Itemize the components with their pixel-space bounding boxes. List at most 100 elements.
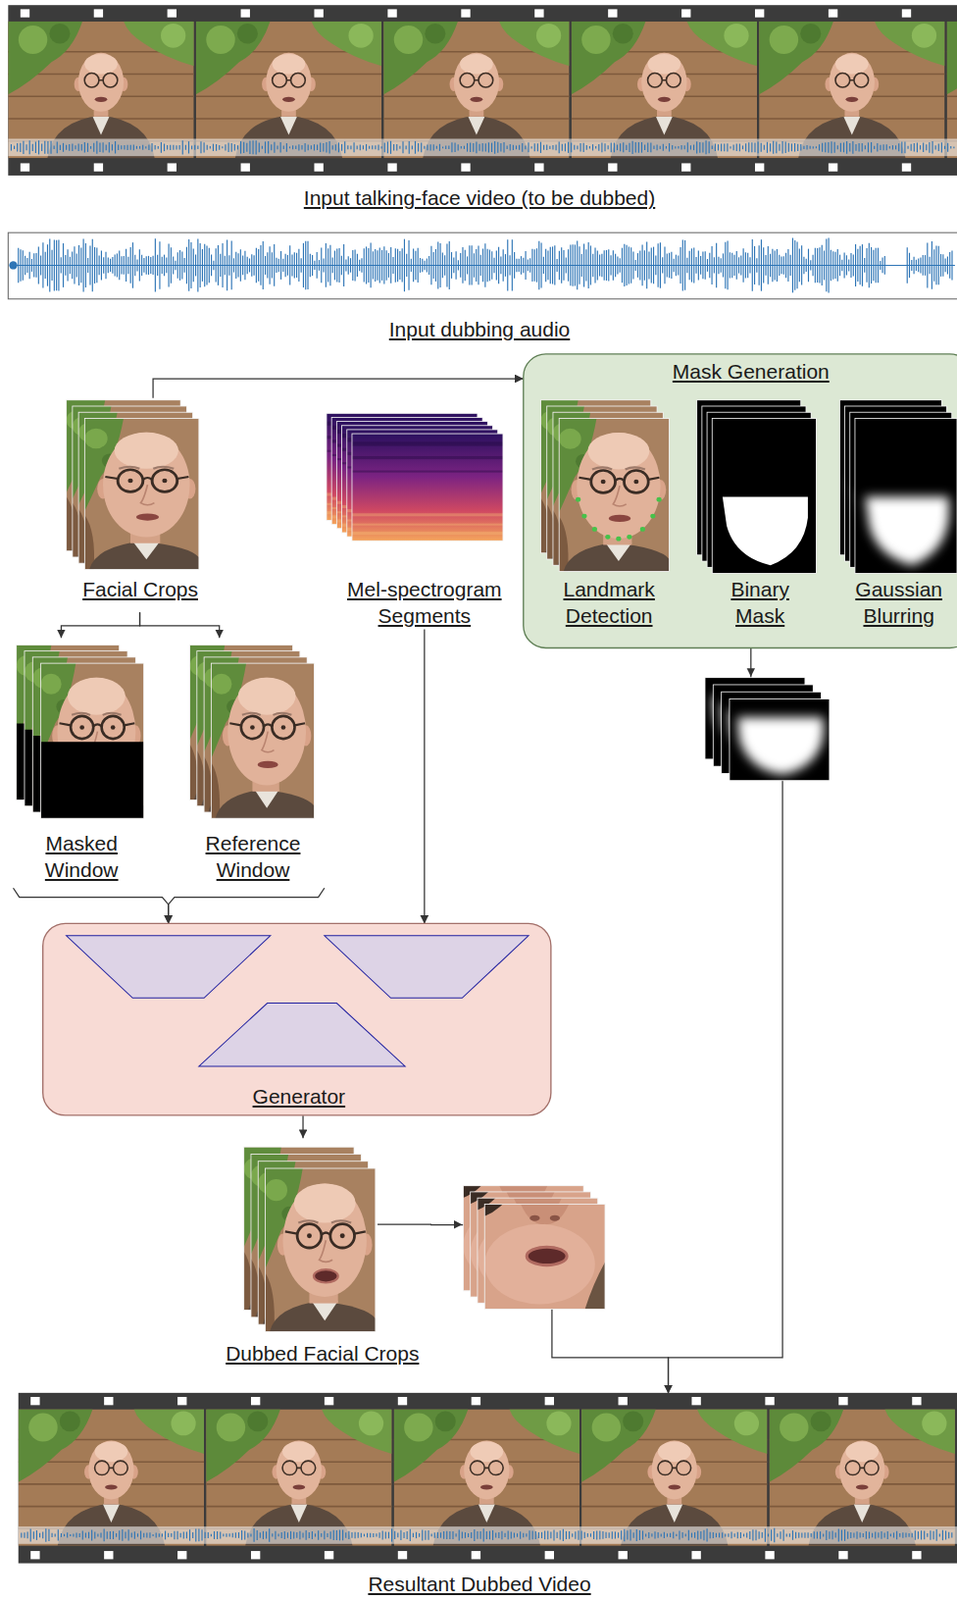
- figure-part: [868, 243, 870, 289]
- figure-part: [390, 141, 392, 154]
- figure-part: [835, 1531, 837, 1537]
- figure-part: [384, 142, 386, 152]
- figure-part: [913, 143, 915, 152]
- figure-part: [498, 247, 500, 284]
- figure-part: [594, 247, 596, 283]
- figure-part: [173, 1530, 175, 1540]
- figure-part: [586, 145, 588, 151]
- figure-part: [170, 247, 172, 283]
- figure-part: [368, 146, 370, 150]
- figure-part: [824, 142, 826, 152]
- figure-part: [41, 143, 43, 152]
- figure-part: [861, 143, 863, 152]
- figure-part: [324, 1550, 334, 1559]
- figure-part: [861, 244, 863, 287]
- figure-part: [764, 1550, 774, 1559]
- figure-part: [259, 245, 261, 286]
- figure-part: [128, 1528, 130, 1540]
- figure-part: [103, 1528, 105, 1542]
- figure-part: [313, 144, 315, 151]
- figure-part: [161, 1532, 163, 1536]
- figure-part: [552, 145, 554, 151]
- figure-part: [532, 1530, 534, 1540]
- figure-part: [356, 253, 358, 277]
- mouth-crop-stack: [462, 1185, 605, 1310]
- figure-part: [916, 142, 918, 152]
- figure-part: [886, 144, 888, 151]
- figure-part: [243, 142, 245, 153]
- figure-part: [871, 1532, 873, 1537]
- figure-part: [209, 146, 211, 150]
- figure-part: [841, 259, 843, 271]
- figure-part: [40, 254, 42, 275]
- figure-part: [529, 257, 531, 272]
- figure-part: [925, 144, 927, 151]
- figure-part: [140, 1530, 142, 1540]
- figure-part: [883, 144, 885, 151]
- figure-part: [268, 1527, 270, 1541]
- figure-part: [255, 140, 257, 154]
- figure-part: [642, 1529, 644, 1539]
- figure-part: [470, 1531, 472, 1538]
- figure-part: [771, 249, 773, 283]
- figure-part: [729, 146, 731, 149]
- figure-part: [172, 145, 174, 151]
- figure-part: [244, 1529, 246, 1539]
- figure-part: [892, 145, 894, 150]
- figure-part: [253, 254, 255, 275]
- figure-part: [78, 144, 80, 152]
- figure-part: [944, 146, 946, 150]
- figure-part: [347, 145, 349, 150]
- figure-part: [247, 256, 249, 274]
- figure-part: [265, 1530, 267, 1538]
- figure-part: [838, 1396, 848, 1405]
- connector-arrow: [60, 611, 140, 638]
- figure-part: [666, 252, 668, 277]
- figure-part: [702, 251, 704, 280]
- figure-part: [767, 1532, 769, 1536]
- figure-part: [581, 1529, 583, 1539]
- figure-part: [776, 249, 778, 282]
- figure-part: [377, 144, 379, 151]
- figure-part: [87, 257, 89, 273]
- figure-part: [33, 252, 35, 277]
- figure-part: [677, 146, 679, 149]
- figure-part: [846, 141, 848, 154]
- figure-part: [935, 145, 937, 150]
- figure-part: [807, 249, 809, 283]
- figure-part: [442, 252, 444, 279]
- figure-part: [365, 246, 367, 284]
- figure-part: [574, 244, 576, 286]
- figure-part: [848, 258, 850, 271]
- figure-part: [665, 146, 667, 150]
- figure-part: [475, 249, 477, 282]
- connector-arrow: [168, 887, 325, 923]
- figure-part: [42, 242, 44, 288]
- figure-part: [830, 141, 832, 153]
- figure-part: [545, 1396, 555, 1405]
- figure-part: [460, 8, 470, 17]
- figure-part: [805, 145, 807, 150]
- figure-part: [783, 255, 785, 274]
- figure-part: [327, 248, 329, 282]
- figure-part: [313, 162, 323, 171]
- figure-part: [238, 1531, 240, 1538]
- figure-part: [491, 143, 493, 152]
- figure-part: [543, 145, 545, 151]
- figure-part: [503, 249, 504, 282]
- figure-part: [672, 1531, 674, 1539]
- figure-part: [919, 256, 921, 273]
- figure-part: [844, 251, 846, 278]
- figure-part: [792, 1529, 794, 1540]
- figure-part: [610, 142, 612, 152]
- figure-part: [513, 1531, 515, 1537]
- figure-part: [484, 243, 486, 288]
- figure-part: [449, 241, 451, 290]
- figure-part: [754, 246, 756, 285]
- figure-part: [730, 1531, 732, 1539]
- figure-part: [123, 255, 125, 275]
- figure-part: [323, 1530, 325, 1540]
- figure-part: [408, 141, 410, 154]
- figure-part: [240, 249, 242, 282]
- figure-part: [710, 246, 712, 285]
